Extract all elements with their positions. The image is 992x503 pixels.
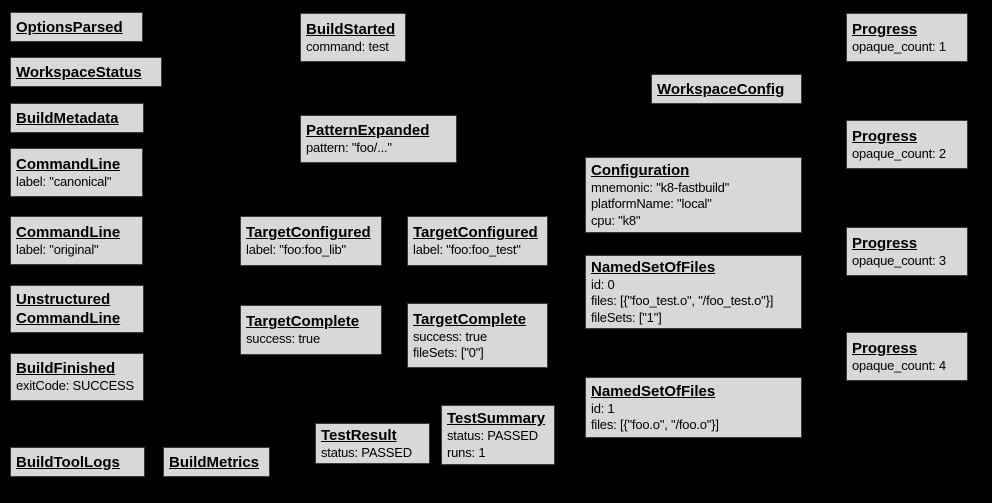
node-title: TestResult: [321, 426, 397, 444]
node-title: WorkspaceStatus: [16, 63, 142, 81]
node-field: success: true: [413, 328, 487, 344]
node-title: Unstructured: [16, 291, 111, 308]
node-title: WorkspaceConfig: [657, 80, 785, 98]
node-title: TargetConfigured: [246, 224, 371, 242]
node-field: status: PASSED: [447, 428, 538, 443]
node-field: opaque_count: 2: [852, 145, 946, 161]
node-field: label: "foo:foo_test": [413, 242, 521, 258]
event-node-workspace-config: WorkspaceConfig: [651, 74, 802, 104]
node-field: mnemonic: "k8-fastbuild": [591, 179, 730, 195]
event-node-options-parsed: OptionsParsed: [10, 12, 143, 42]
node-field: files: [{"foo_test.o", "/foo_test.o"}]: [591, 293, 774, 309]
node-title: BuildToolLogs: [16, 453, 120, 471]
node-title: BuildMetadata: [16, 109, 119, 127]
node-field: fileSets: ["0"]: [413, 345, 484, 360]
node-title: Progress: [852, 234, 918, 252]
node-field: exitCode: SUCCESS: [16, 378, 134, 394]
event-node-build-metadata: BuildMetadata: [10, 103, 144, 133]
node-title: CommandLine: [16, 310, 121, 327]
node-field: success: true: [246, 331, 320, 347]
node-field: label: "foo:foo_lib": [246, 242, 346, 258]
node-field: fileSets: ["1"]: [591, 309, 662, 325]
node-title: TestSummary: [447, 410, 546, 427]
node-title: NamedSetOfFiles: [591, 382, 716, 400]
node-field: label: "original": [16, 241, 99, 257]
node-field: command: test: [306, 38, 389, 54]
node-title: Configuration: [591, 161, 690, 179]
node-field: files: [{"foo.o", "/foo.o"}]: [591, 417, 719, 432]
node-title: BuildStarted: [306, 20, 396, 38]
node-title: BuildMetrics: [169, 453, 260, 471]
node-field: platformName: "local": [591, 196, 712, 212]
node-field: runs: 1: [447, 444, 486, 460]
node-field: opaque_count: 3: [852, 252, 946, 268]
node-field: pattern: "foo/...": [306, 140, 392, 156]
node-field: status: PASSED: [321, 444, 412, 460]
node-title: TargetComplete: [246, 313, 360, 331]
node-title: OptionsParsed: [16, 18, 123, 36]
node-field: opaque_count: 1: [852, 38, 946, 54]
node-field: cpu: "k8": [591, 212, 641, 228]
event-node-build-tool-logs: BuildToolLogs: [10, 447, 145, 477]
node-field: label: "canonical": [16, 173, 112, 189]
node-title: Progress: [852, 20, 918, 38]
node-title: BuildFinished: [16, 360, 116, 378]
event-node-build-metrics: BuildMetrics: [163, 447, 270, 477]
node-title: Progress: [852, 339, 918, 357]
node-title: PatternExpanded: [306, 122, 430, 140]
event-node-workspace-status: WorkspaceStatus: [10, 57, 162, 87]
node-title: TargetComplete: [413, 310, 527, 328]
node-title: NamedSetOfFiles: [591, 258, 716, 276]
node-title: CommandLine: [16, 223, 121, 241]
node-title: CommandLine: [16, 155, 121, 173]
node-field: opaque_count: 4: [852, 357, 946, 373]
node-field: id: 1: [591, 400, 615, 416]
node-field: id: 0: [591, 276, 615, 292]
node-title: Progress: [852, 127, 918, 145]
node-title: TargetConfigured: [413, 224, 538, 242]
